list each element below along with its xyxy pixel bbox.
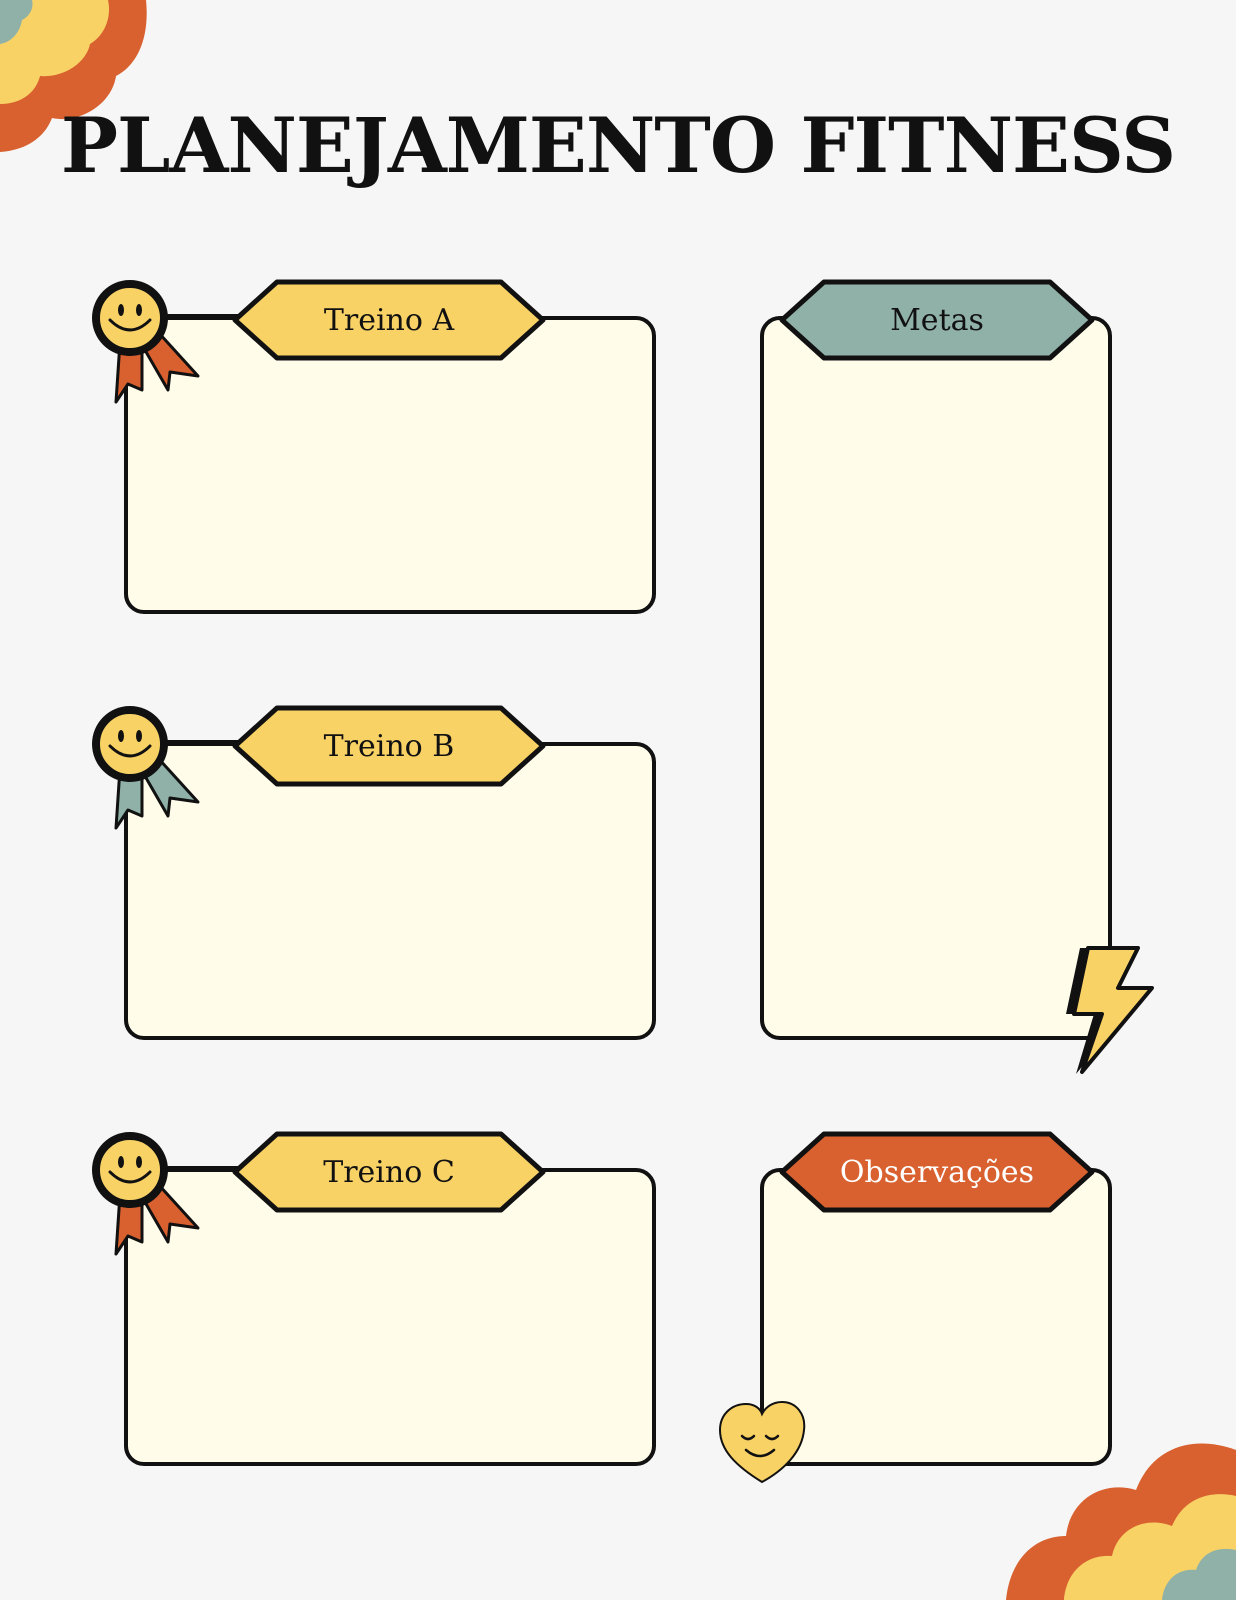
treino-a-header-line — [150, 314, 240, 318]
metas-tab: Metas — [778, 278, 1096, 362]
treino-a-tab: Treino A — [231, 278, 547, 362]
treino-c-box[interactable] — [124, 1168, 656, 1466]
cloud-decoration-bottom-right — [1006, 1443, 1236, 1600]
metas-label: Metas — [890, 302, 984, 338]
treino-c-label: Treino C — [323, 1154, 455, 1190]
lightning-bolt-icon — [1066, 946, 1154, 1074]
smiley-heart-icon — [718, 1400, 806, 1484]
observacoes-label: Observações — [839, 1154, 1035, 1190]
treino-b-tab: Treino B — [231, 704, 547, 788]
page-title: PLANEJAMENTO FITNESS — [60, 101, 1176, 190]
treino-c-header-line — [150, 1166, 240, 1170]
treino-a-label: Treino A — [323, 302, 455, 338]
metas-box[interactable] — [760, 316, 1112, 1040]
treino-b-label: Treino B — [323, 728, 455, 764]
cloud-decoration-top-left — [0, 0, 147, 152]
treino-c-tab: Treino C — [231, 1130, 547, 1214]
observacoes-tab: Observações — [778, 1130, 1096, 1214]
treino-b-header-line — [150, 740, 240, 744]
smiley-medal-icon — [92, 280, 200, 404]
smiley-medal-icon — [92, 1132, 200, 1256]
smiley-medal-icon — [92, 706, 200, 830]
